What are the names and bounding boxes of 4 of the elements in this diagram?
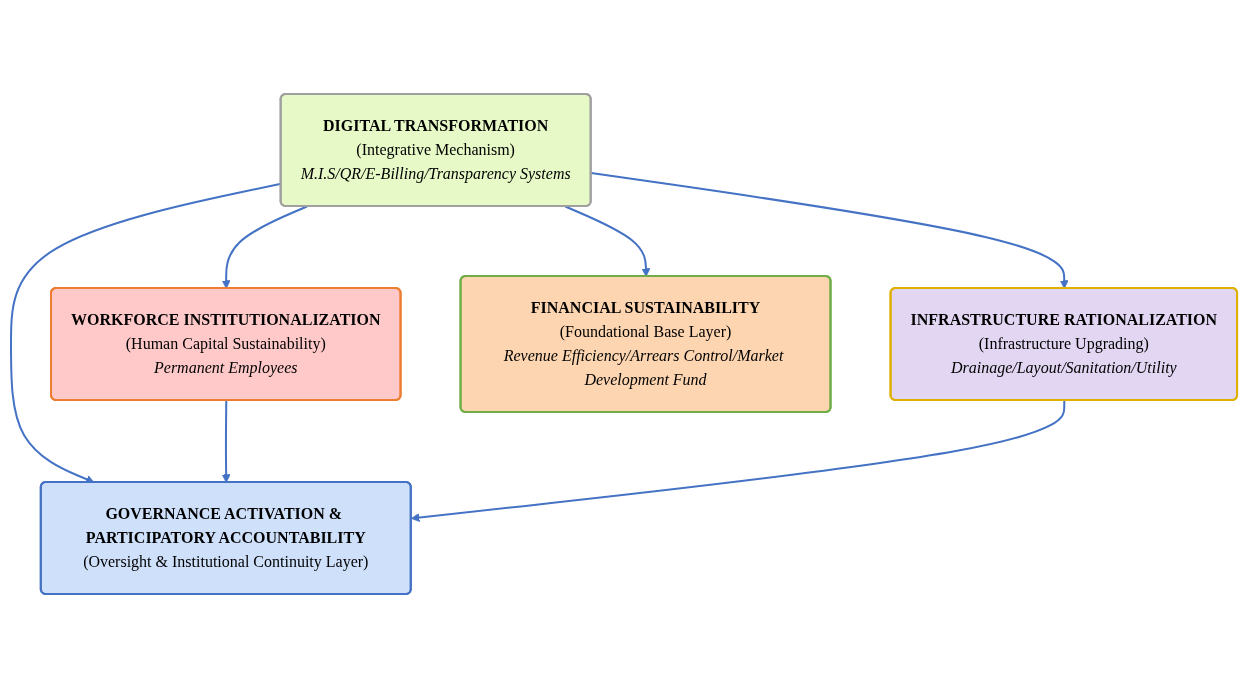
arrow (411, 399, 1066, 522)
arrow (222, 205, 309, 289)
arrow (222, 399, 231, 483)
arrow (564, 205, 651, 277)
